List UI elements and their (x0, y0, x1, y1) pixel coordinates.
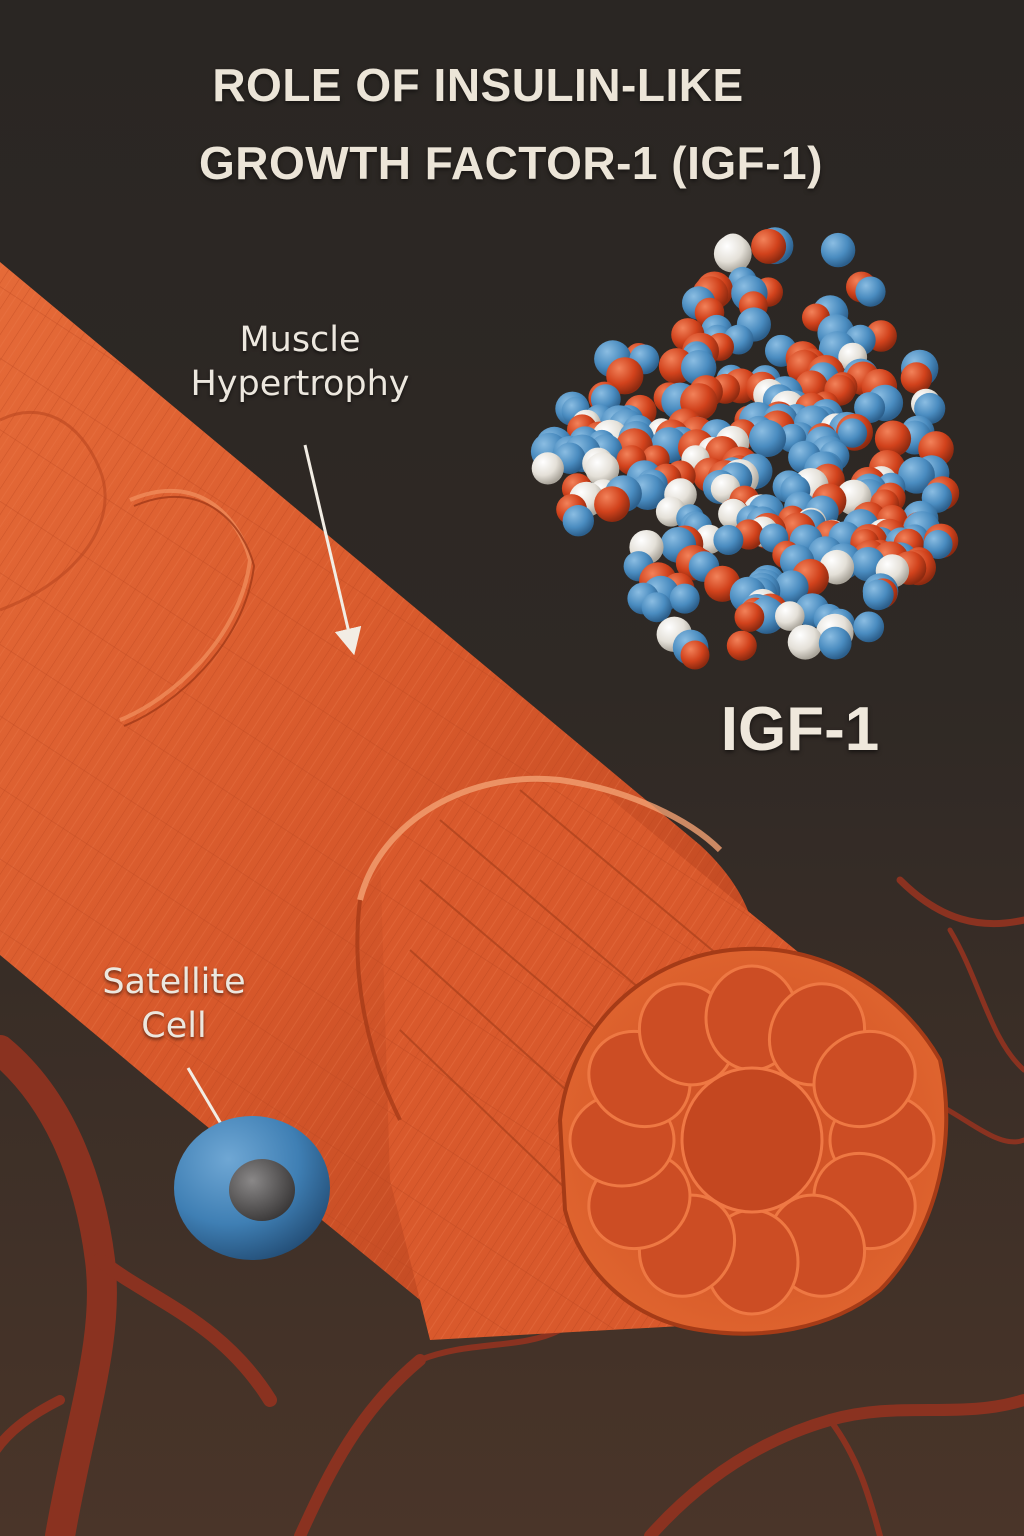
molecule-atom (837, 418, 868, 448)
fascicle-lobe (812, 1029, 917, 1129)
molecule-atom (898, 456, 935, 494)
molecule-atom (726, 630, 757, 661)
molecule-atom (562, 505, 594, 537)
molecule-atom (751, 228, 787, 264)
title-line-2: GROWTH FACTOR-1 (IGF-1) (199, 137, 823, 189)
igf1-molecule-label: IGF-1 (720, 695, 880, 764)
muscle-hypertrophy-label: Muscle Hypertrophy (160, 318, 440, 406)
molecule-atom (641, 592, 672, 623)
molecule-atom (594, 486, 630, 522)
satellite-cell (174, 1116, 330, 1260)
blood-vessels (0, 618, 1024, 1536)
molecule-atom (680, 640, 710, 670)
hypertrophy-arrow (303, 444, 362, 656)
molecule-atom (923, 530, 953, 559)
molecule-atom (531, 452, 564, 485)
muscle-cross-section (557, 946, 949, 1336)
molecule-atom (774, 570, 809, 605)
muscle-hypertrophy-label-line1: Muscle (239, 320, 361, 360)
molecule-atom (855, 276, 886, 307)
satellite-cell-label-line2: Cell (141, 1006, 207, 1046)
molecule-atom (900, 362, 933, 394)
satellite-cell-label: Satellite Cell (64, 960, 284, 1048)
molecule-atom (669, 583, 700, 614)
molecule-atom (775, 601, 805, 631)
cell-nucleus (229, 1159, 295, 1221)
molecule-atom (862, 579, 894, 611)
igf1-molecule-model (530, 227, 960, 670)
molecule-atom (748, 419, 787, 458)
satellite-cell-label-line1: Satellite (102, 962, 246, 1002)
molecule-atom (713, 234, 752, 273)
molecule-atom (820, 232, 856, 268)
muscle-hypertrophy-label-line2: Hypertrophy (190, 364, 410, 404)
muscle-fiber-bundle (0, 262, 949, 1340)
molecule-atom (606, 357, 644, 395)
title-line-1: ROLE OF INSULIN-LIKE (212, 59, 744, 111)
molecule-atom (874, 420, 912, 457)
molecule-atom (853, 611, 885, 643)
molecule-atom (787, 624, 823, 660)
molecule-atom (734, 602, 765, 632)
molecule-atom (585, 452, 620, 487)
molecule-atom (818, 626, 852, 660)
molecule-atom (713, 525, 744, 555)
